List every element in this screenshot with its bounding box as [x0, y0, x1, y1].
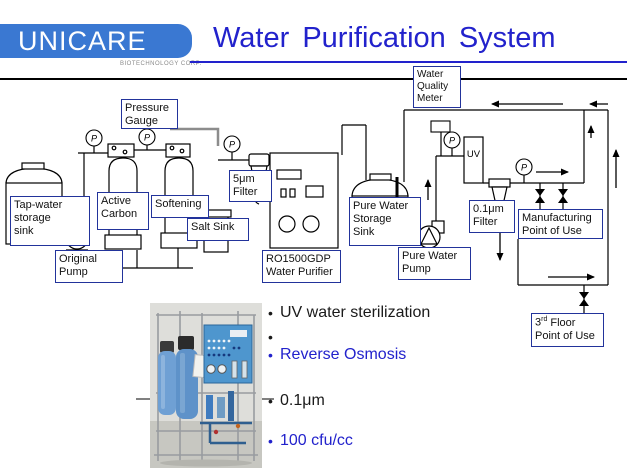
- label-salt-sink: Salt Sink: [187, 218, 249, 241]
- label-water-quality-meter: Water Quality Meter: [413, 66, 461, 108]
- header-divider-line: [0, 78, 627, 80]
- pure-water-pump-icon: [417, 220, 445, 250]
- logo-subtext: BIOTECHNOLOGY CORP.: [120, 61, 202, 67]
- equipment-photo: [150, 303, 262, 468]
- label-active-carbon: Active Carbon: [97, 192, 149, 230]
- bullet-dot: •: [268, 433, 273, 449]
- uv-label: UV: [467, 149, 481, 160]
- label-manufacturing-point-of-use: Manufacturing Point of Use: [518, 209, 603, 239]
- backwash-pipe-gray: [170, 127, 220, 146]
- label-tap-water-storage-sink: Tap-water storage sink: [10, 196, 90, 246]
- gauge-letter: P: [521, 163, 527, 173]
- bullet-text: UV water sterilization: [280, 304, 431, 321]
- label-original-pump: Original Pump: [55, 250, 123, 283]
- label-softening: Softening: [151, 195, 209, 218]
- page-title: Water Purification System: [213, 22, 556, 54]
- equipment-photo-illustration: [150, 303, 262, 468]
- bullet-item-3: • 0.1μm: [268, 392, 325, 411]
- label-ro-purifier: RO1500GDP Water Purifier: [262, 250, 341, 283]
- pressure-gauge-letters: P P P P P: [91, 133, 527, 173]
- label-pure-water-storage-sink: Pure Water Storage Sink: [349, 197, 421, 246]
- bullet-dot: •: [268, 329, 273, 345]
- third-floor-line2: Point of Use: [535, 329, 595, 342]
- pressure-gauges: [85, 120, 533, 176]
- gauge-letter: P: [144, 133, 150, 143]
- bullet-text: Reverse Osmosis: [280, 346, 407, 363]
- gauge-letter: P: [229, 140, 235, 150]
- active-carbon-cylinder: [104, 143, 142, 250]
- bullet-dot: •: [268, 305, 273, 321]
- label-pure-water-pump: Pure Water Pump: [398, 247, 471, 280]
- label-01um-filter: 0.1μm Filter: [469, 200, 515, 233]
- uv-chamber: UV: [463, 136, 484, 184]
- title-underline: [190, 61, 627, 63]
- unicare-logo: UNICARE: [0, 24, 192, 58]
- valve-icons: [535, 189, 589, 306]
- ro-purifier-panel: [269, 152, 339, 249]
- third-floor-number: 3: [535, 316, 542, 329]
- bullet-dot: •: [268, 347, 273, 363]
- bullet-item-0: • UV water sterilization: [268, 304, 430, 323]
- bullet-dot: •: [268, 393, 273, 409]
- bullet-text: 0.1μm: [280, 392, 325, 409]
- bullet-item-4: • 100 cfu/cc: [268, 432, 353, 451]
- bullet-text: 100 cfu/cc: [280, 432, 353, 449]
- third-floor-word: Floor: [550, 316, 576, 329]
- gauge-letter: P: [91, 134, 97, 144]
- label-pressure-gauge: Pressure Gauge: [121, 99, 178, 129]
- bullet-item-2: • Reverse Osmosis: [268, 346, 406, 365]
- third-floor-ordinal: rd: [541, 316, 548, 323]
- bullet-item-1: •: [268, 328, 280, 347]
- label-5um-filter: 5μm Filter: [229, 170, 272, 202]
- gauge-letter: P: [449, 136, 455, 146]
